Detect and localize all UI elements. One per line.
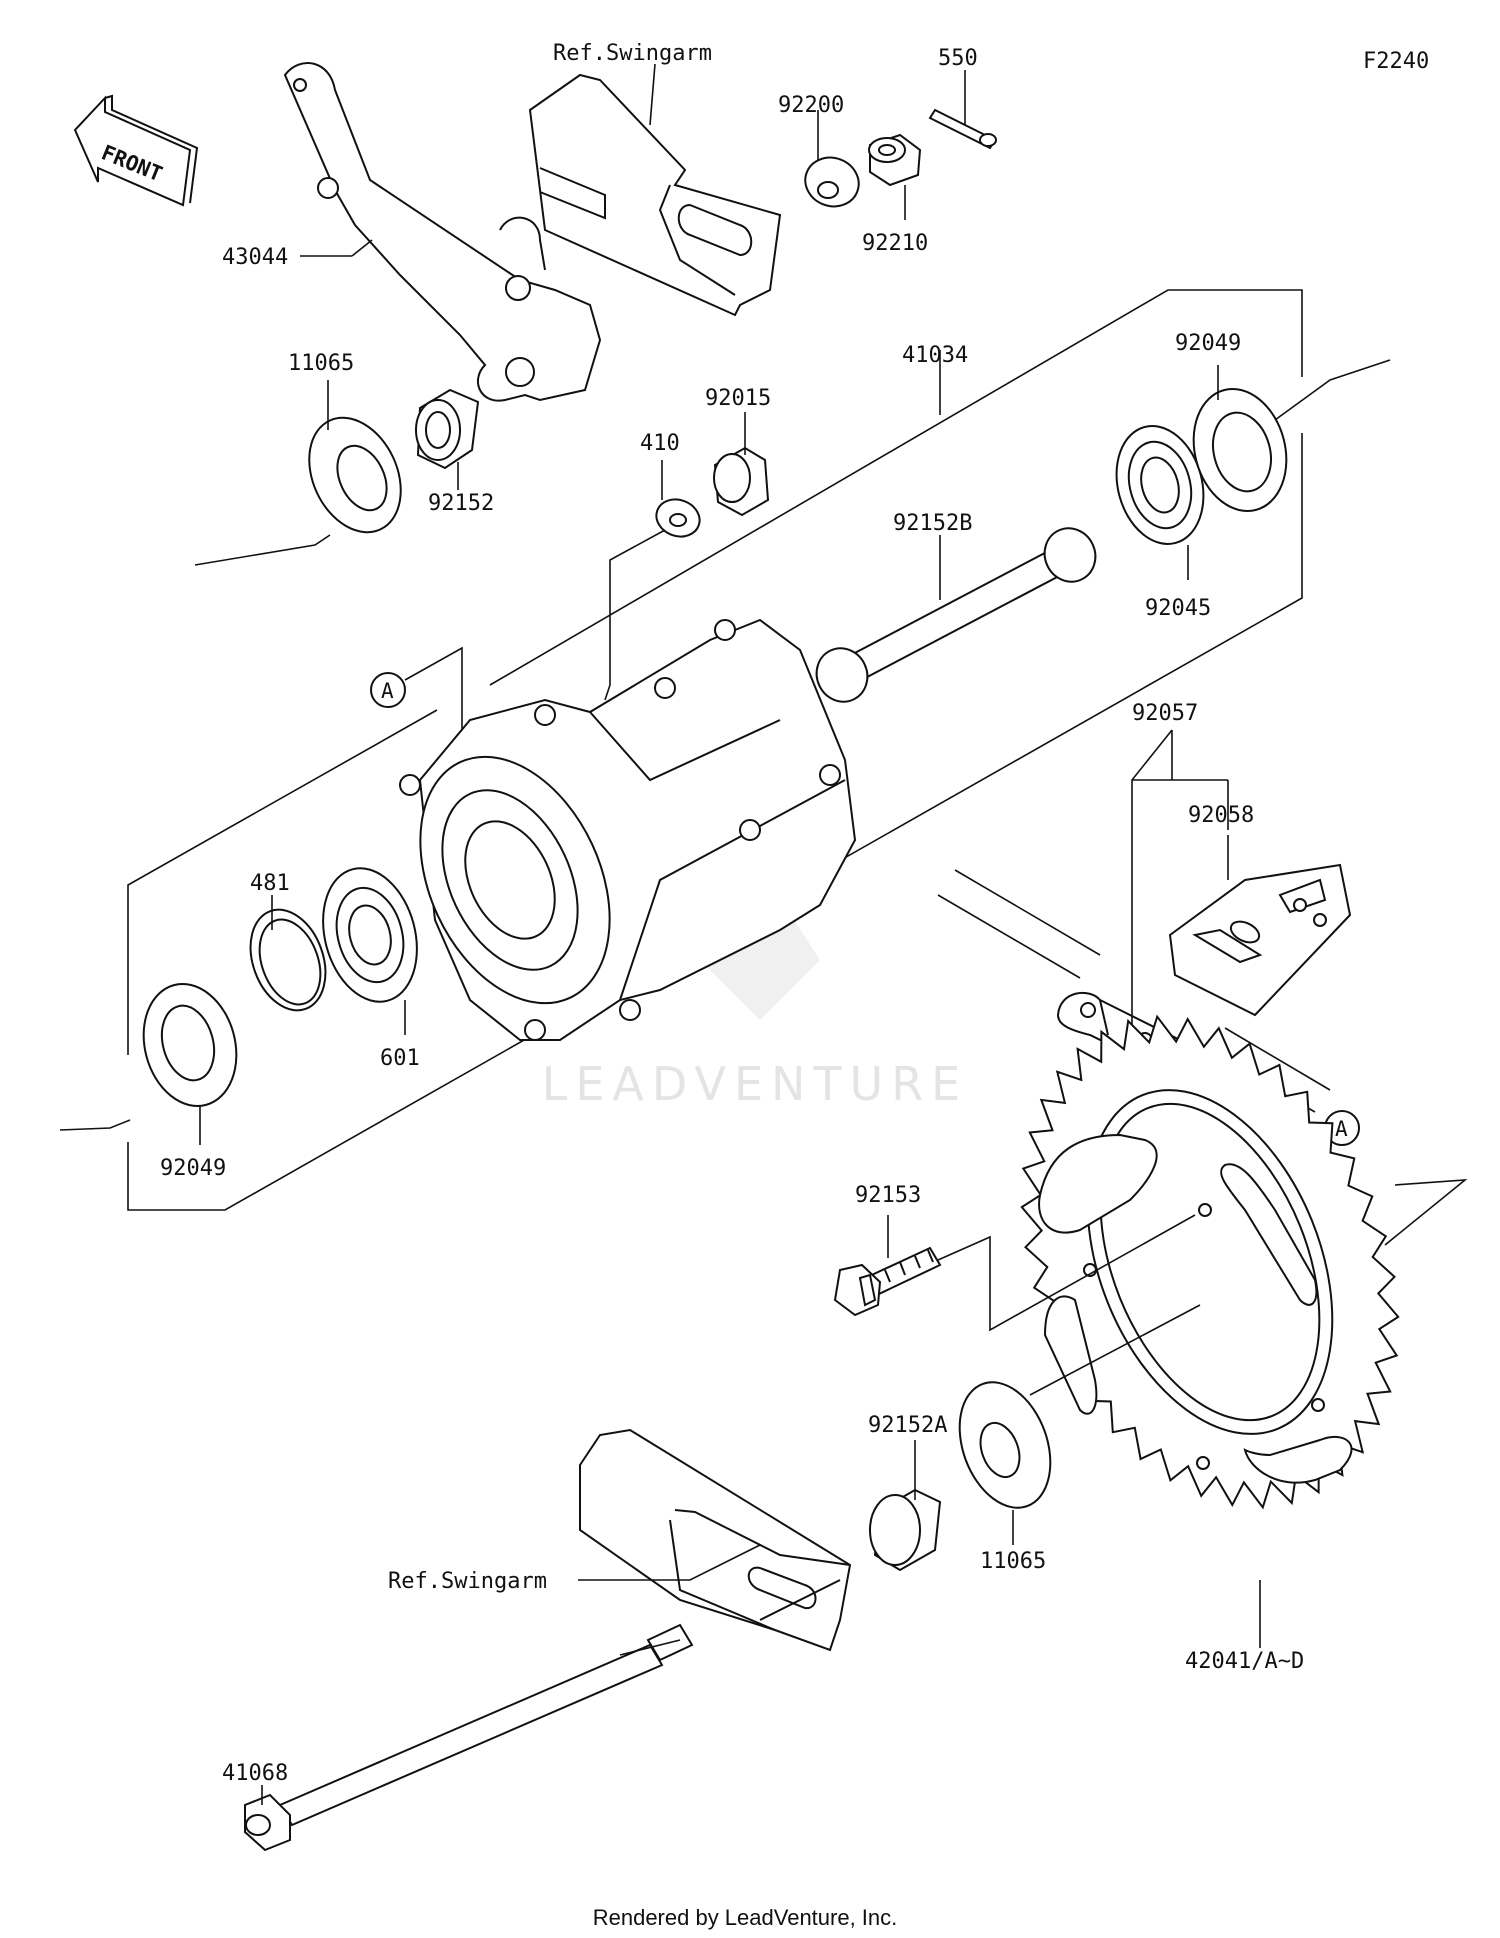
callout-a-sprocket-label: A: [1335, 1117, 1348, 1141]
part-43044-guide-arm: [283, 62, 602, 402]
rear-hub: [399, 618, 857, 1041]
part-92049-bottom-seal: [142, 982, 238, 1108]
part-92015-label: 92015: [705, 386, 771, 411]
part-92152B-sleeve: [815, 527, 1097, 703]
part-42041-sprocket: [1020, 1014, 1400, 1510]
part-481-label: 481: [250, 871, 290, 896]
part-41034-label: 41034: [902, 343, 968, 368]
part-92045-bearing: [1115, 425, 1205, 545]
part-92049-top-seal: [1192, 387, 1288, 513]
part-92210-nut: [868, 133, 922, 187]
part-550-cotter-pin: [928, 108, 997, 150]
swingarm-top-ref: [528, 73, 782, 317]
watermark-text: LEADVENTURE: [542, 1057, 969, 1111]
part-43044-label: 43044: [222, 245, 288, 270]
part-92058-joint-link: [1168, 863, 1352, 1017]
part-92152A-label: 92152A: [868, 1413, 947, 1438]
part-410-washer: [655, 498, 701, 538]
part-11065-bottom-seal: [958, 1381, 1052, 1509]
part-92058-label: 92058: [1188, 803, 1254, 828]
part-42041-label: 42041/A~D: [1185, 1649, 1304, 1674]
part-481-circlip: [249, 908, 327, 1012]
part-92049-top-label: 92049: [1175, 331, 1241, 356]
callout-a-hub-label: A: [381, 679, 394, 703]
swingarm-bottom-ref: [579, 1428, 852, 1652]
callout-a-hub: A: [370, 646, 463, 780]
part-601-label: 601: [380, 1046, 420, 1071]
part-92153-label: 92153: [855, 1183, 921, 1208]
diagram-code: F2240: [1363, 49, 1429, 74]
part-92057-92058-bracket: 92057 92058: [1131, 701, 1254, 1040]
part-41068-label: 41068: [222, 1761, 288, 1786]
part-92057-label: 92057: [1132, 701, 1198, 726]
part-601-bearing: [322, 867, 418, 1003]
part-410-label: 410: [640, 431, 680, 456]
part-550-label: 550: [938, 46, 978, 71]
part-92210-label: 92210: [862, 231, 928, 256]
part-92152A-collar: [869, 1488, 942, 1572]
part-92200-label: 92200: [778, 93, 844, 118]
footer-credit: Rendered by LeadVenture, Inc.: [593, 1905, 898, 1930]
ref-swingarm-bottom-label: Ref.Swingarm: [388, 1569, 547, 1594]
part-11065-top-label: 11065: [288, 351, 354, 376]
part-92153-bolt: [833, 1246, 942, 1317]
part-11065-top-seal: [308, 416, 402, 534]
part-41068-axle: [244, 1623, 694, 1852]
part-92049-bottom-label: 92049: [160, 1156, 226, 1181]
front-arrow-icon: FRONT: [73, 94, 199, 207]
part-92015-bushing: [713, 446, 770, 517]
part-92152-label: 92152: [428, 491, 494, 516]
part-92200-washer: [804, 156, 860, 208]
part-41034-hub-bracket: 41034: [127, 289, 1303, 1211]
part-11065-bottom-label: 11065: [980, 1549, 1046, 1574]
ref-swingarm-top-label: Ref.Swingarm: [553, 41, 712, 66]
part-92045-label: 92045: [1145, 596, 1211, 621]
part-92152-collar: [415, 388, 480, 470]
part-92152B-label: 92152B: [893, 511, 972, 536]
